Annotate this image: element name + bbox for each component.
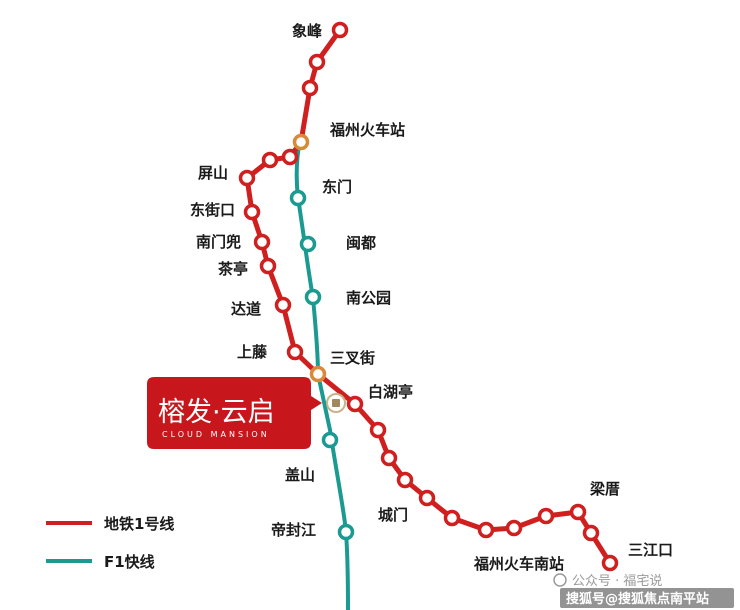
- label-chating: 茶亭: [218, 260, 248, 278]
- label-fuzhou-railway: 福州火车站: [329, 121, 405, 139]
- station-dongmen[interactable]: [289, 189, 307, 207]
- station-baihuting[interactable]: [346, 395, 364, 413]
- wechat-icon: [553, 573, 567, 587]
- project-badge-box: [147, 377, 322, 449]
- station-liangcuo[interactable]: [582, 524, 600, 542]
- watermark: 公众号 · 福宅说 搜狐号@搜狐焦点南平站: [553, 573, 734, 608]
- station-dongjiekou[interactable]: [243, 203, 261, 221]
- legend-label-f1: F1快线: [104, 553, 155, 571]
- station-fuzhou-railway[interactable]: [292, 133, 310, 151]
- station-l1-18[interactable]: [418, 489, 436, 507]
- label-nanmendou: 南门兜: [196, 233, 241, 251]
- station-labels: 象峰 福州火车站 屏山 东街口 南门兜 茶亭 达道 上藤 三叉街 白湖亭 城门 …: [190, 22, 673, 573]
- station-xiangfeng[interactable]: [331, 21, 349, 39]
- label-chengmen: 城门: [378, 506, 408, 524]
- line1-stations: [238, 21, 619, 572]
- station-chengmen[interactable]: [443, 509, 461, 527]
- label-dadao: 达道: [231, 300, 261, 318]
- building-icon: [332, 399, 340, 407]
- label-pingshan: 屏山: [198, 164, 228, 182]
- station-difengjiang[interactable]: [337, 523, 355, 541]
- project-name: 榕发·云启: [158, 397, 275, 428]
- label-mindu: 闽都: [346, 234, 376, 252]
- label-nangongyuan: 南公园: [346, 289, 391, 307]
- watermark-bg: [560, 588, 734, 608]
- label-baihuting: 白湖亭: [368, 383, 413, 401]
- f1-stations: [289, 189, 355, 541]
- label-dongjiekou: 东街口: [190, 201, 235, 219]
- station-nanmendou[interactable]: [253, 233, 271, 251]
- station-l1-3[interactable]: [301, 79, 319, 97]
- station-fuzhou-south[interactable]: [537, 507, 555, 525]
- watermark-line2: 搜狐号@搜狐焦点南平站: [566, 591, 709, 607]
- watermark-line1: 公众号 · 福宅说: [572, 574, 662, 589]
- project-pin[interactable]: [326, 393, 346, 413]
- station-sanjiangkou[interactable]: [601, 554, 619, 572]
- label-difengjiang: 帝封江: [271, 521, 316, 539]
- station-l1-15[interactable]: [369, 421, 387, 439]
- label-liangcuo: 梁厝: [589, 480, 620, 498]
- label-shangteng: 上藤: [237, 343, 268, 361]
- label-sanjiangkou: 三江口: [628, 541, 673, 559]
- station-l1-21[interactable]: [505, 519, 523, 537]
- label-sanchajie: 三叉街: [330, 349, 375, 367]
- legend: 地铁1号线 F1快线: [46, 515, 174, 571]
- label-gaishan: 盖山: [285, 466, 315, 484]
- project-badge[interactable]: 榕发·云启 CLOUD MANSION: [147, 377, 322, 449]
- station-mindu[interactable]: [299, 235, 317, 253]
- station-gaishan[interactable]: [321, 431, 339, 449]
- station-l1-6[interactable]: [261, 151, 279, 169]
- station-l1-23[interactable]: [569, 503, 587, 521]
- project-subtitle: CLOUD MANSION: [162, 430, 270, 439]
- station-dadao[interactable]: [274, 296, 292, 314]
- legend-label-line1: 地铁1号线: [104, 515, 174, 533]
- label-xiangfeng: 象峰: [292, 22, 323, 40]
- station-chating[interactable]: [259, 257, 277, 275]
- station-nangongyuan[interactable]: [304, 288, 322, 306]
- station-l1-5[interactable]: [281, 148, 299, 166]
- station-l1-16[interactable]: [380, 449, 398, 467]
- label-dongmen: 东门: [322, 178, 352, 196]
- station-pingshan[interactable]: [238, 169, 256, 187]
- station-shangteng[interactable]: [286, 343, 304, 361]
- station-sanchajie[interactable]: [309, 365, 327, 383]
- station-l1-17[interactable]: [396, 471, 414, 489]
- station-l1-20[interactable]: [477, 521, 495, 539]
- station-l1-2[interactable]: [308, 53, 326, 71]
- label-fuzhou-south: 福州火车南站: [473, 555, 564, 573]
